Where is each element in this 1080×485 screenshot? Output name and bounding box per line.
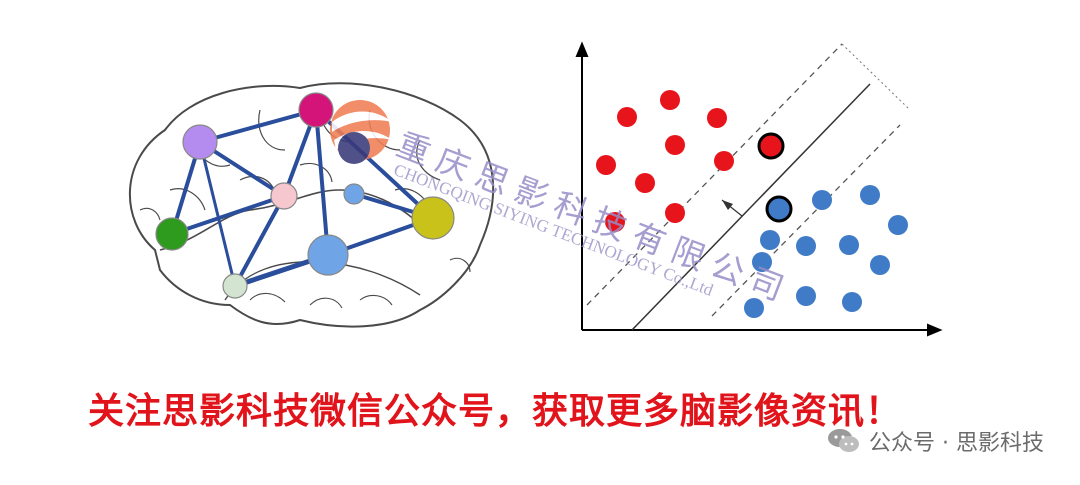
blue-point (796, 286, 816, 306)
red-point (665, 135, 685, 155)
blue-point (744, 298, 764, 318)
brain-node (222, 273, 248, 299)
blue-point (760, 230, 780, 250)
brain-node (298, 92, 334, 128)
svm-hyperplane (586, 43, 909, 331)
brain-node (182, 124, 218, 160)
red-point (665, 203, 685, 223)
blue-point (870, 255, 890, 275)
red-point (707, 108, 727, 128)
brain-illustration (128, 82, 495, 328)
red-point (605, 212, 625, 232)
blue-point (796, 236, 816, 256)
red-point (635, 173, 655, 193)
red-point (596, 155, 616, 175)
red-class-points (596, 90, 734, 232)
promo-banner-text: 关注思影科技微信公众号，获取更多脑影像资讯！ (88, 391, 903, 432)
blue-support-vector (765, 195, 793, 223)
brain-node (270, 182, 298, 210)
red-support-vector (757, 132, 785, 160)
brain-node (343, 183, 365, 205)
wechat-account-label: 公众号 · 思影科技 (869, 431, 1044, 456)
brain-node (155, 217, 189, 251)
brain-node (307, 234, 349, 276)
wechat-account-tag[interactable]: 公众号 · 思影科技 (827, 425, 1044, 457)
company-logo-icon (330, 100, 392, 164)
svm-axes (575, 41, 943, 337)
red-point (617, 107, 637, 127)
blue-point (839, 235, 859, 255)
blue-point (888, 215, 908, 235)
blue-point (812, 190, 832, 210)
blue-class-points (744, 185, 908, 318)
wechat-icon (828, 429, 860, 452)
network-nodes (155, 92, 455, 299)
brain-node (411, 196, 455, 240)
blue-point (752, 252, 772, 272)
blue-point (842, 292, 862, 312)
red-point (660, 90, 680, 110)
red-point (714, 151, 734, 171)
blue-point (860, 185, 880, 205)
